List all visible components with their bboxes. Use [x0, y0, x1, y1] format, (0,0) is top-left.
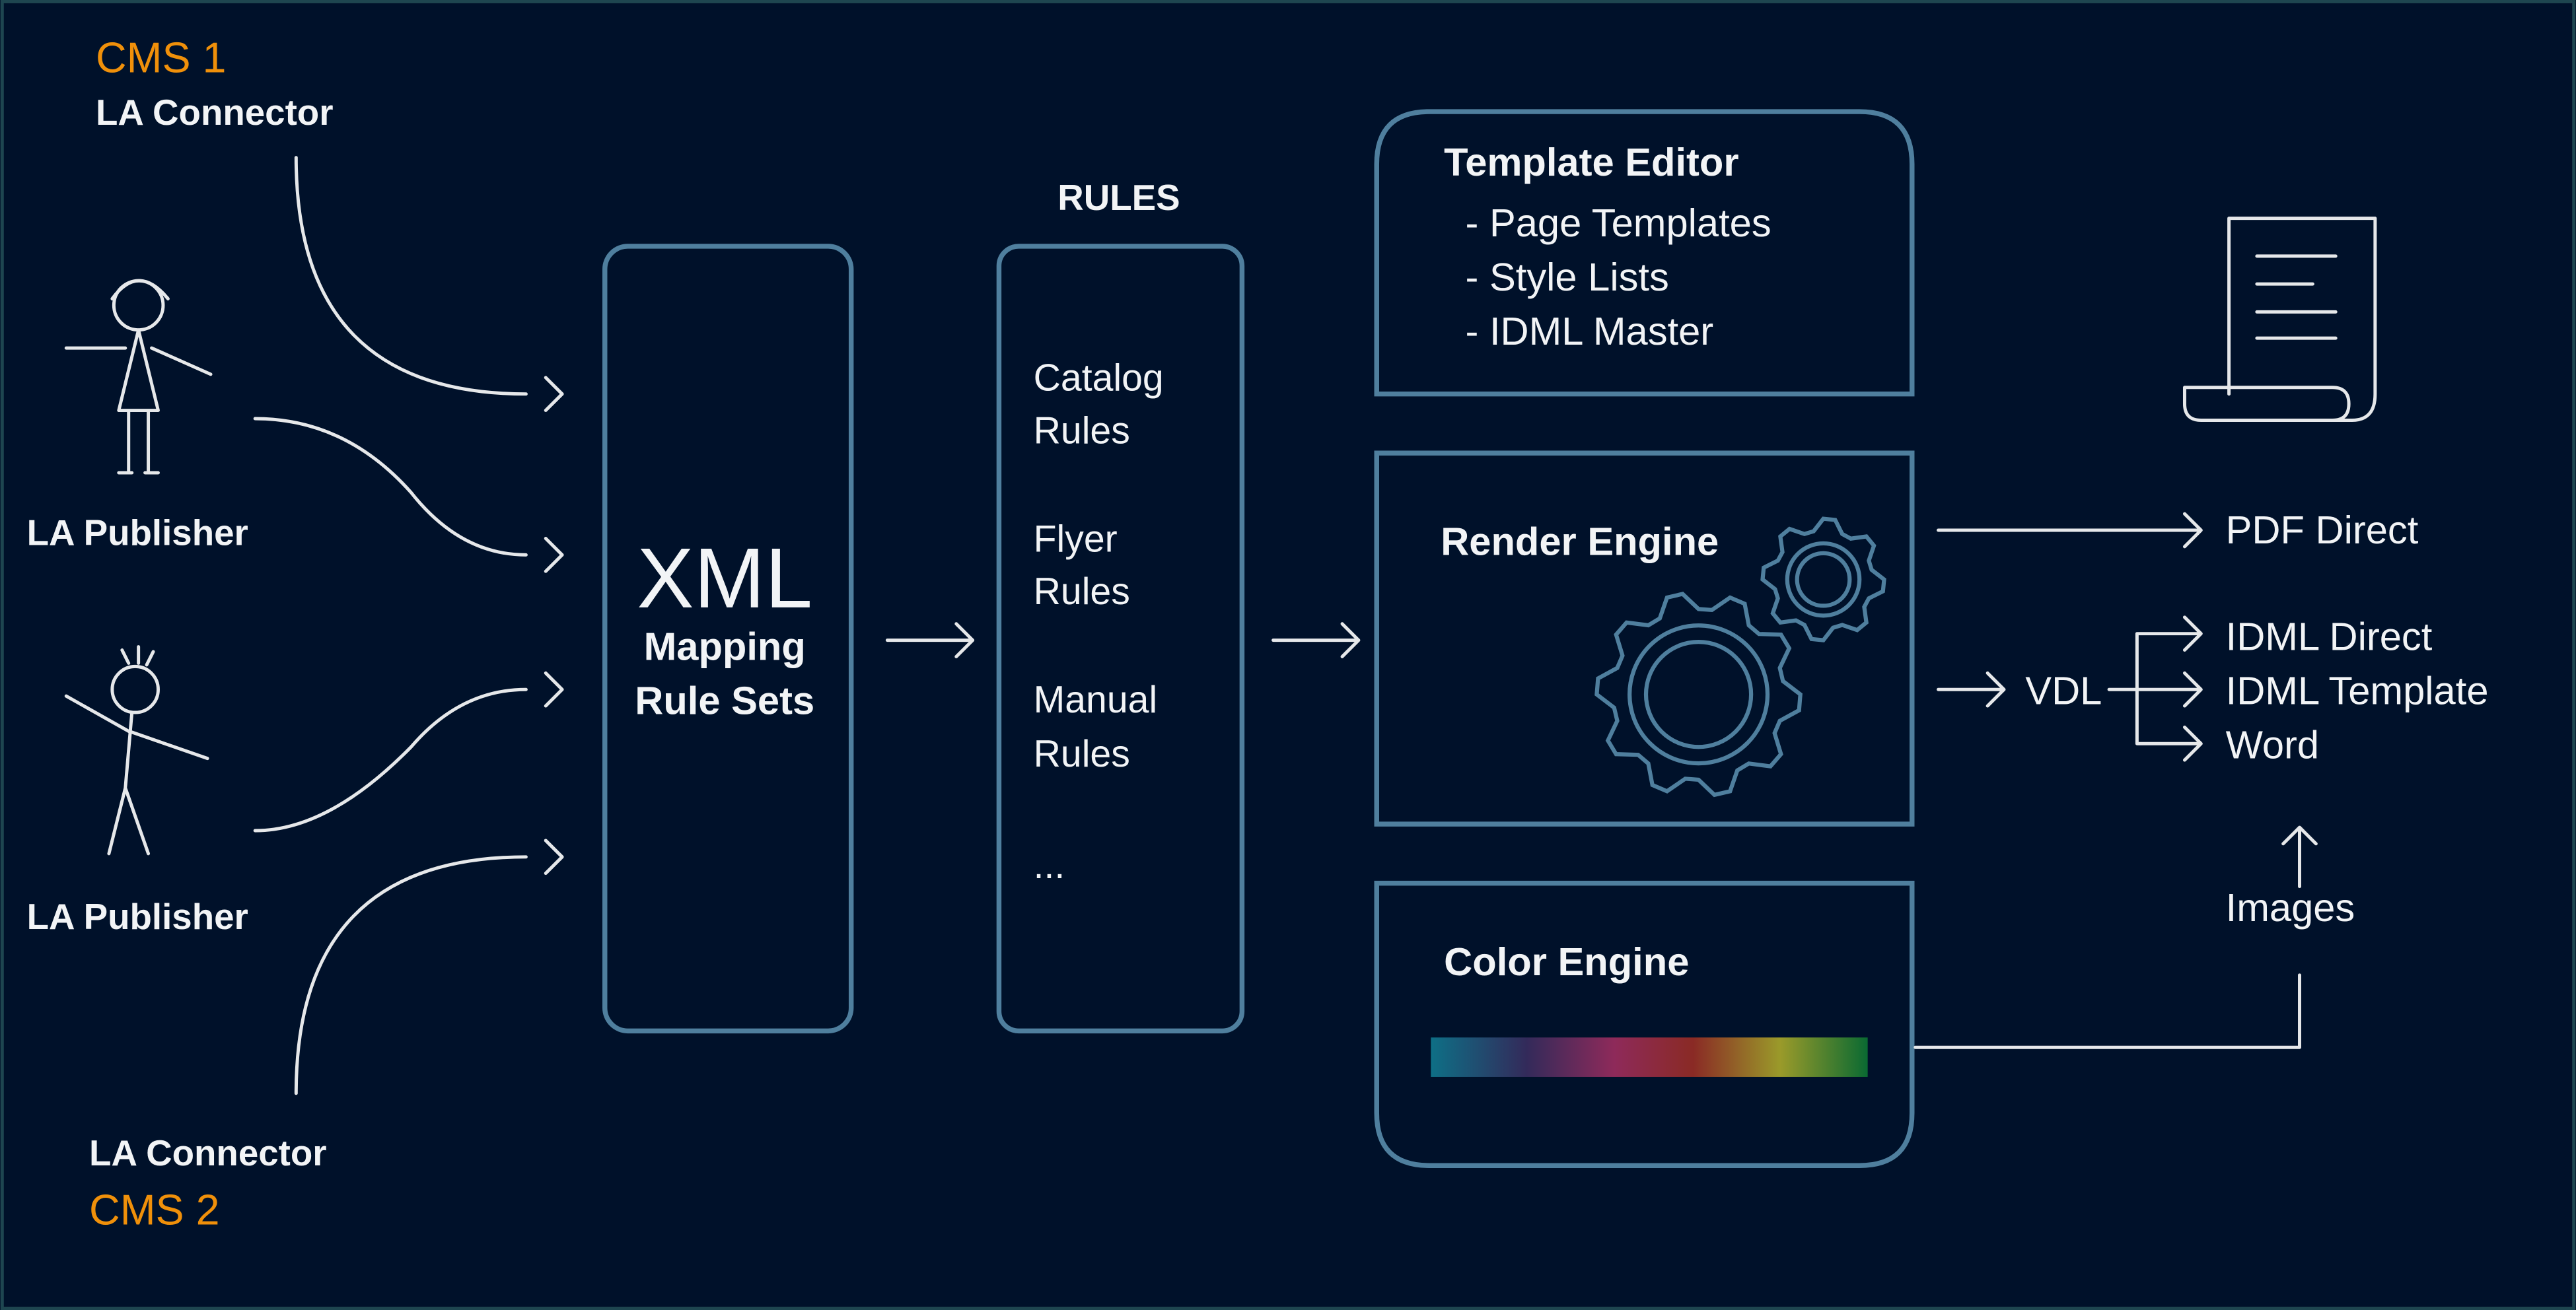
- document-scroll-icon: [2182, 217, 2377, 422]
- rules-heading: RULES: [1057, 177, 1180, 218]
- color-engine-title: Color Engine: [1444, 940, 1689, 984]
- gear-outline: [1594, 592, 1803, 798]
- output-idml-direct: IDML Direct: [2226, 615, 2433, 659]
- publisher-female-icon: [64, 279, 213, 475]
- rules-ellipsis: ...: [1034, 845, 1065, 887]
- rule-manual-l2: Rules: [1034, 733, 1130, 775]
- gear-ring: [1785, 541, 1862, 618]
- rule-flyer-l2: Rules: [1034, 570, 1130, 613]
- rule-catalog-l1: Catalog: [1034, 357, 1164, 399]
- output-idml-template: IDML Template: [2226, 669, 2489, 713]
- template-item-style-lists: - Style Lists: [1466, 255, 1669, 299]
- color-engine-box: [1374, 880, 1915, 1168]
- rule-manual-l1: Manual: [1034, 679, 1158, 721]
- template-editor-title: Template Editor: [1444, 140, 1738, 184]
- render-engine-title: Render Engine: [1441, 519, 1719, 563]
- cms2-title: CMS 2: [89, 1186, 220, 1234]
- xml-line2: Rule Sets: [635, 679, 814, 723]
- rule-catalog-l2: Rules: [1034, 409, 1130, 452]
- cms1-title: CMS 1: [96, 33, 227, 81]
- gear-outline: [1760, 516, 1886, 642]
- rule-flyer-l1: Flyer: [1034, 518, 1118, 560]
- cms2-connector-label: LA Connector: [89, 1132, 327, 1173]
- render-engine-box: [1374, 450, 1915, 827]
- publisher-male-icon: [64, 645, 209, 856]
- output-pdf-direct: PDF Direct: [2226, 508, 2419, 552]
- input-images: Images: [2226, 885, 2355, 930]
- rules-box: [996, 244, 1245, 1034]
- output-vdl: VDL: [2025, 669, 2102, 713]
- template-item-idml-master: - IDML Master: [1466, 309, 1714, 353]
- arrow-xml-to-rules: [885, 622, 975, 658]
- template-item-page-templates: - Page Templates: [1466, 201, 1771, 245]
- color-gradient-bar: [1431, 1037, 1868, 1077]
- xml-line1: Mapping: [644, 624, 806, 668]
- xml-mapping-box: [602, 244, 854, 1034]
- publisher1-label: LA Publisher: [27, 512, 248, 553]
- gears-icon: [1594, 516, 1886, 798]
- gear-ring: [1795, 551, 1852, 608]
- arrow-rules-to-engines: [1271, 622, 1361, 658]
- cms1-connector-label: LA Connector: [96, 92, 334, 133]
- gear-ring: [1628, 623, 1770, 766]
- template-editor-box: [1374, 109, 1915, 397]
- input-connectors: [253, 156, 564, 1095]
- publisher2-label: LA Publisher: [27, 896, 248, 937]
- gear-ring: [1643, 640, 1754, 749]
- xml-title: XML: [637, 531, 812, 626]
- output-arrows: [1914, 512, 2318, 1049]
- output-word: Word: [2226, 723, 2319, 767]
